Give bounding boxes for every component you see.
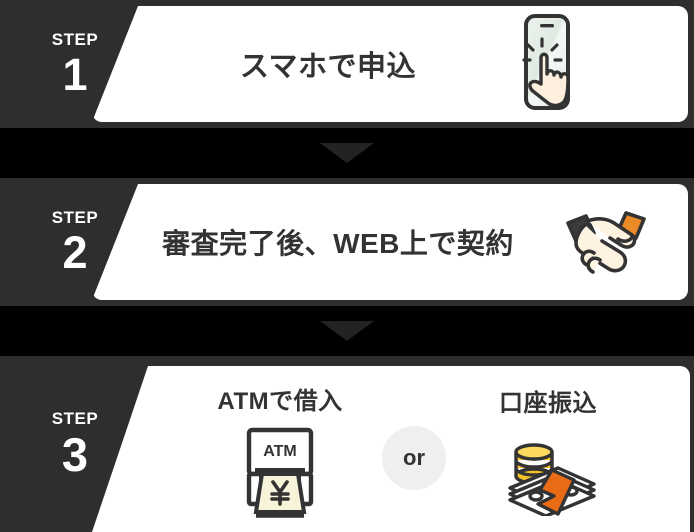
atm-machine-icon: ATM (237, 424, 323, 523)
option-atm-label: ATMで借入 (217, 388, 343, 415)
option-atm[interactable]: ATMで借入 ATM (194, 375, 366, 523)
handshake-icon (554, 203, 658, 282)
down-arrow-icon (320, 143, 374, 163)
down-arrow-icon (320, 321, 374, 341)
step-2-word: STEP (51, 208, 99, 227)
step-1-block: STEP 1 スマホで申込 (0, 0, 694, 128)
cash-coins-icon (496, 426, 600, 521)
step-1-word: STEP (51, 30, 99, 49)
step-3-number: 3 (61, 428, 89, 481)
step-1-number: 1 (62, 49, 88, 100)
step-2-block: STEP 2 審査完了後、WEB上で契約 (0, 178, 694, 306)
step-1-card: スマホで申込 (92, 6, 688, 122)
svg-text:ATM: ATM (263, 443, 296, 460)
step-2-card: 審査完了後、WEB上で契約 (92, 184, 688, 300)
step-1-title: スマホで申込 (239, 51, 417, 83)
step-2-number: 2 (62, 227, 88, 278)
step-3-block: STEP 3 ATMで借入 ATM (0, 356, 694, 532)
option-bank-transfer-label: 口座振込 (499, 390, 597, 417)
option-bank-transfer[interactable]: 口座振込 (462, 377, 634, 521)
step-2-title: 審査完了後、WEB上で契約 (162, 228, 514, 259)
smartphone-tap-icon (508, 12, 580, 117)
or-label: or (403, 445, 425, 470)
step-3-word: STEP (51, 409, 99, 428)
separator-arrow-1 (0, 128, 694, 178)
or-badge: or (382, 426, 446, 490)
separator-arrow-2 (0, 306, 694, 356)
step-3-card: ATMで借入 ATM (92, 366, 690, 532)
